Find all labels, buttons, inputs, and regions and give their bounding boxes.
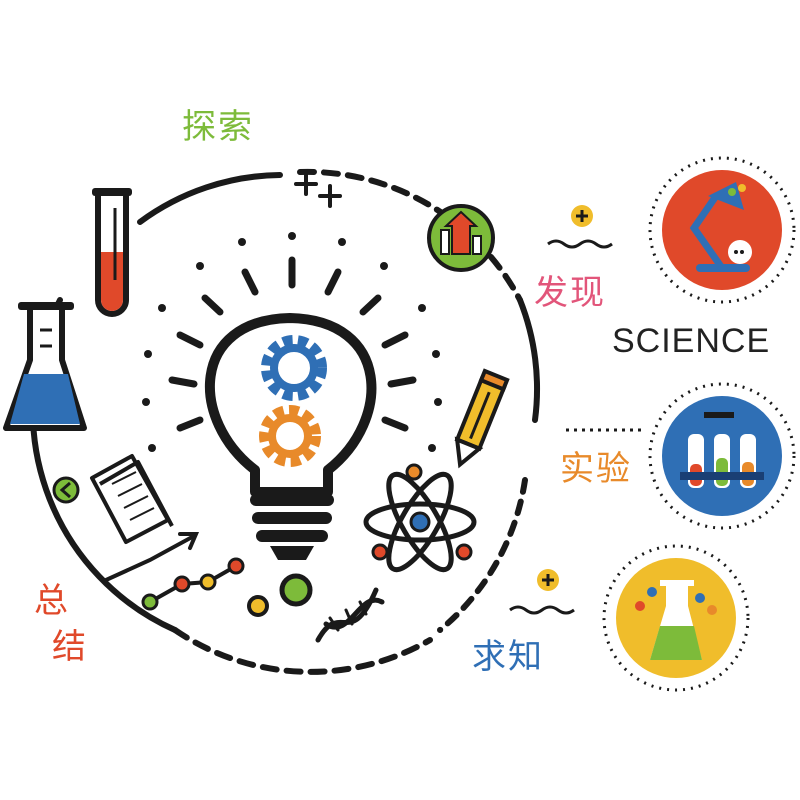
- label-experiment: 实验: [560, 449, 632, 489]
- label-discover: 发现: [534, 273, 606, 313]
- desk-lamp-icon: [648, 156, 796, 304]
- electron: [455, 543, 473, 561]
- label-explore: 探索: [182, 107, 254, 147]
- plus-icon: [571, 205, 593, 227]
- book-icon: [90, 454, 174, 544]
- atom-nucleus: [409, 511, 431, 533]
- pencil-icon: [454, 368, 510, 469]
- bulb-rays: [168, 256, 417, 432]
- dot-green: [279, 573, 313, 607]
- growth-chart-icon: [427, 204, 495, 272]
- wave-line: [509, 605, 575, 615]
- plus-icon: [537, 569, 559, 591]
- lightbulb-icon: [205, 313, 377, 560]
- line-chart-icon: [141, 557, 245, 611]
- plus-icon: [294, 172, 342, 208]
- gear-icon: [259, 405, 321, 467]
- electron: [371, 543, 389, 561]
- gear-icon: [261, 335, 327, 401]
- flask-icon: [3, 302, 87, 431]
- dot-yellow: [247, 595, 269, 617]
- back-arrow-icon: [52, 476, 80, 504]
- chart-arrow-icon: [104, 532, 200, 582]
- label-science: SCIENCE: [612, 322, 771, 360]
- beaker-molecule-icon: [602, 544, 750, 692]
- test-tubes-rack-icon: [648, 382, 796, 530]
- test-tube-icon: [92, 188, 132, 317]
- dna-icon: [315, 587, 385, 643]
- label-summary-1: 总: [34, 581, 70, 621]
- wave-line: [547, 239, 613, 249]
- electron: [405, 463, 423, 481]
- atom-icon: [363, 471, 477, 573]
- bulb-dots: [142, 232, 442, 452]
- label-summary-2: 结: [52, 627, 88, 667]
- label-seek-knowledge: 求知: [472, 637, 544, 677]
